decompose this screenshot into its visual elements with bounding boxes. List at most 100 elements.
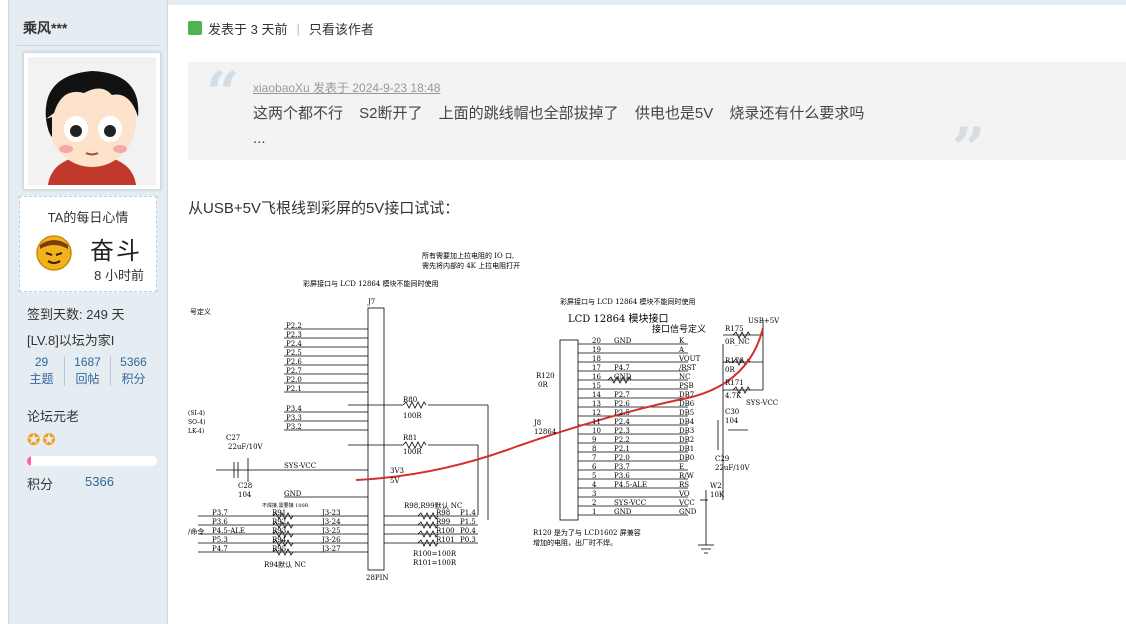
- divider: [64, 356, 65, 386]
- net-label: GND: [614, 337, 632, 345]
- pin-number: 2: [592, 499, 596, 507]
- net-label: P2.1: [286, 385, 302, 393]
- mood-text: 奋斗: [90, 238, 142, 265]
- credits-label: 积分: [27, 477, 54, 492]
- r94-note: R94默认 NC: [264, 560, 306, 569]
- usb5v-label: USB+5V: [748, 317, 780, 325]
- mood-time: 8 小时前: [94, 268, 144, 283]
- c30-label: C30: [725, 408, 739, 416]
- net-label: P4.5-ALE: [614, 481, 647, 489]
- r120-note-2: 增加的电阻，出厂时不焊。: [533, 538, 617, 547]
- divider: [110, 356, 111, 386]
- net-label: P2.6: [286, 358, 302, 366]
- net-label: P2.2: [286, 322, 302, 330]
- stat-credits[interactable]: 5366 积分: [111, 354, 156, 390]
- pin-number: 20: [592, 337, 601, 345]
- r81-value: 100R: [403, 448, 422, 456]
- pin-number: 15: [592, 382, 601, 390]
- r101-note: R101=100R: [413, 559, 457, 567]
- stat-replies[interactable]: 1687 回帖: [65, 354, 110, 390]
- pin-name: K: [679, 337, 685, 345]
- post-header: 发表于 3 天前 | 只看该作者: [188, 18, 374, 38]
- lcd-title: LCD 12864 模块接口: [568, 312, 668, 325]
- red-wire: [355, 327, 764, 481]
- net-label: P1.5: [460, 518, 476, 526]
- resistor-symbols: [272, 331, 751, 556]
- gnd-label: GND: [284, 490, 302, 498]
- username[interactable]: 乘风***: [23, 20, 68, 36]
- credits-value: 5366: [85, 474, 114, 489]
- quote-ellipsis: ...: [253, 130, 266, 147]
- mood-title: TA的每日心情: [47, 210, 129, 225]
- v33-label: 3V3: [390, 467, 404, 475]
- r80-value: 100R: [403, 412, 422, 420]
- pin-name: DB1: [679, 445, 694, 453]
- net-label: P2.0: [614, 454, 630, 462]
- net-label: P4.7: [614, 364, 630, 372]
- r176-label: R176: [725, 357, 744, 365]
- level-progress: [27, 456, 157, 466]
- note-color-screen-2: 彩屏接口与 LCD 12864 模块不能同时使用: [560, 297, 696, 306]
- lcd-signal-def: 接口信号定义: [652, 323, 706, 335]
- net-label: P2.3: [286, 331, 302, 339]
- stat-label: 回帖: [75, 372, 100, 386]
- user-level[interactable]: [LV.8]以坛为家I: [27, 333, 115, 348]
- c28-value: 104: [238, 491, 252, 499]
- net-label: P2.3: [614, 427, 630, 435]
- stat-topics[interactable]: 29 主题: [19, 354, 64, 390]
- def-left: 号定义: [190, 307, 211, 316]
- net-label: P3.7: [212, 509, 228, 517]
- stat-label: 主题: [29, 372, 54, 386]
- net-label: P2.2: [614, 436, 630, 444]
- net-label: J3-26: [321, 536, 341, 544]
- c30-value: 104: [725, 417, 739, 425]
- pin-number: 10: [592, 427, 601, 435]
- divider: [17, 45, 159, 46]
- c27-value: 22uF/10V: [228, 443, 264, 451]
- pin-number: 17: [592, 364, 601, 372]
- net-label: R101: [436, 536, 455, 544]
- quote-author-link[interactable]: xiaobaoXu 发表于 2024-9-23 18:48: [253, 81, 441, 95]
- pin-number: 7: [592, 454, 596, 462]
- net-label: P2.0: [286, 376, 302, 384]
- r120-note-1: R120 是为了与 LCD1602 屏兼容: [533, 528, 641, 537]
- net-label: P3.6: [614, 472, 630, 480]
- j8-name: 12864: [534, 428, 557, 436]
- net-label: R95: [272, 545, 286, 553]
- net-label: R99: [436, 518, 450, 526]
- pin-name: DB4: [679, 418, 695, 426]
- mood-emoji-icon: [36, 235, 72, 271]
- rank-stars: ✪✪: [27, 430, 58, 450]
- w2-label: W2: [710, 482, 722, 490]
- pin-number: 6: [592, 463, 597, 471]
- pin-number: 13: [592, 400, 601, 408]
- quote-text: 这两个都不行 S2断开了 上面的跳线帽也全部拔掉了 供电也是5V 烧录还有什么要…: [253, 105, 865, 122]
- c29-value: 22uF/10V: [715, 464, 751, 472]
- divider: |: [296, 20, 300, 36]
- r171-value: 4.7K: [725, 392, 742, 400]
- pin-number: 4: [592, 481, 597, 489]
- avatar[interactable]: [23, 52, 161, 190]
- j7-label: J7: [367, 298, 375, 306]
- pin-name: DB3: [679, 427, 694, 435]
- pin-name: NC: [679, 373, 690, 381]
- open-quote-icon: “: [206, 59, 240, 127]
- pin-number: 11: [592, 418, 601, 426]
- net-label: P2.5: [614, 409, 630, 417]
- c29-label: C29: [715, 455, 729, 463]
- avatar-image: [28, 57, 156, 185]
- c27-label: C27: [226, 434, 240, 442]
- net-label: P2.6: [614, 400, 630, 408]
- pin-number: 1: [592, 508, 596, 516]
- author-sidebar: 乘风*** TA的每日心情 奋斗 8 小时前 签到天数: 249 天: [8, 0, 168, 624]
- pin-number: 3: [592, 490, 596, 498]
- sys-vcc-2: SYS-VCC: [746, 399, 778, 407]
- schematic-image[interactable]: 所有需要加上拉电阻的 IO 口, 需先将内部的 4K 上拉电阻打开 彩屏接口与 …: [188, 250, 788, 590]
- only-author-link[interactable]: 只看该作者: [308, 21, 374, 37]
- net-label: P4.7: [212, 545, 228, 553]
- net-label: P3.7: [614, 463, 630, 471]
- net-label: P2.7: [614, 391, 630, 399]
- pin-name: A: [678, 346, 685, 354]
- net-label: P2.4: [614, 418, 630, 426]
- pin-number: 19: [592, 346, 601, 354]
